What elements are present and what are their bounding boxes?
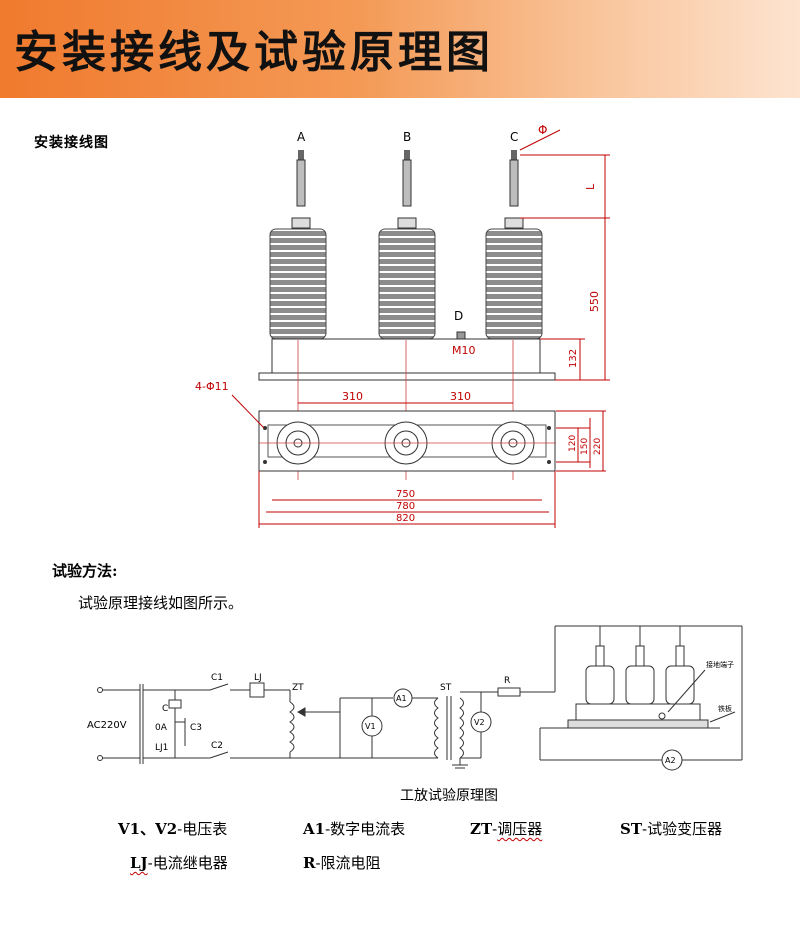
legend-code: V1、V2 — [118, 820, 178, 838]
bushing-plan-views — [276, 421, 535, 465]
hole-leader — [231, 394, 265, 429]
label-a2: A2 — [665, 756, 676, 765]
dim-132: 132 — [568, 349, 579, 368]
label-lj: LJ — [254, 673, 262, 683]
base-flange — [258, 372, 556, 381]
dim-310-right: 310 — [450, 390, 471, 403]
label-st: ST — [440, 683, 452, 693]
legend-item: ST-试验变压器 — [620, 820, 723, 838]
install-diagram-heading: 安装接线图 — [34, 135, 109, 151]
dim-150: 150 — [580, 438, 590, 455]
legend-desc: 调压器 — [497, 820, 543, 838]
insulator-a — [269, 150, 327, 340]
label-c1: C1 — [211, 673, 223, 683]
dim-l: L — [584, 183, 597, 190]
legend-item: R-限流电阻 — [303, 854, 381, 872]
legend-desc: 电压表 — [182, 820, 228, 838]
dim-750: 750 — [396, 489, 415, 500]
label-lj1: LJ1 — [155, 743, 168, 753]
label-iron-plate: 铁板 — [718, 704, 732, 713]
title-banner: 安装接线及试验原理图 — [0, 0, 800, 98]
ground-bolt — [456, 331, 466, 340]
bolt-label: M10 — [452, 344, 476, 357]
phi-label: Φ — [538, 123, 547, 137]
dim-780: 780 — [396, 501, 415, 512]
label-a1: A1 — [396, 694, 407, 703]
label-ac220v: AC220V — [87, 720, 127, 731]
phase-label-c: C — [510, 130, 518, 144]
mounting-holes — [263, 426, 551, 464]
terminal-leader — [667, 669, 706, 713]
legend-code: ST — [620, 820, 642, 838]
insulator-c — [485, 150, 543, 340]
insulator-b — [378, 150, 436, 340]
label-r: R — [504, 676, 510, 686]
phase-label-b: B — [403, 130, 411, 144]
ground-label: D — [454, 309, 463, 323]
label-c: C — [162, 704, 168, 714]
height-dimensions — [519, 129, 610, 381]
legend-item: ZT-调压器 — [470, 820, 543, 838]
label-v2: V2 — [474, 718, 485, 727]
legend-code: R — [303, 854, 316, 872]
label-0a: 0A — [155, 723, 168, 733]
test-method-heading: 试验方法: — [52, 562, 118, 580]
dim-550: 550 — [588, 291, 601, 312]
legend-item: LJ-电流继电器 — [130, 854, 228, 872]
label-c2: C2 — [211, 741, 223, 751]
phase-label-a: A — [297, 130, 306, 144]
width-dimensions — [258, 471, 556, 528]
legend-desc: 试验变压器 — [647, 820, 723, 838]
legend-item: V1、V2-电压表 — [118, 820, 228, 838]
legend-desc: 数字电流表 — [330, 820, 406, 838]
legend-code: LJ — [130, 854, 148, 872]
legend-code: ZT — [470, 820, 493, 838]
legend-item: A1-数字电流表 — [303, 820, 406, 838]
mini-insulators — [585, 626, 695, 705]
legend-desc: 电流继电器 — [152, 854, 228, 872]
dim-220: 220 — [593, 438, 603, 455]
label-c3: C3 — [190, 723, 202, 733]
hole-label: 4-Φ11 — [195, 380, 229, 393]
dim-120: 120 — [568, 435, 578, 452]
circuit-caption: 工放试验原理图 — [400, 788, 498, 804]
dim-820: 820 — [396, 513, 415, 524]
page-title: 安装接线及试验原理图 — [14, 27, 494, 78]
label-zt: ZT — [292, 683, 304, 693]
test-method-description: 试验原理接线如图所示。 — [78, 594, 244, 612]
plate-leader — [709, 711, 736, 723]
label-connect-terminal: 接地端子 — [706, 660, 734, 669]
legend-desc: 限流电阻 — [320, 854, 381, 872]
legend-code: A1 — [303, 820, 326, 838]
dim-310-left: 310 — [342, 390, 363, 403]
depth-dimensions — [556, 410, 606, 472]
label-v1: V1 — [365, 722, 376, 731]
